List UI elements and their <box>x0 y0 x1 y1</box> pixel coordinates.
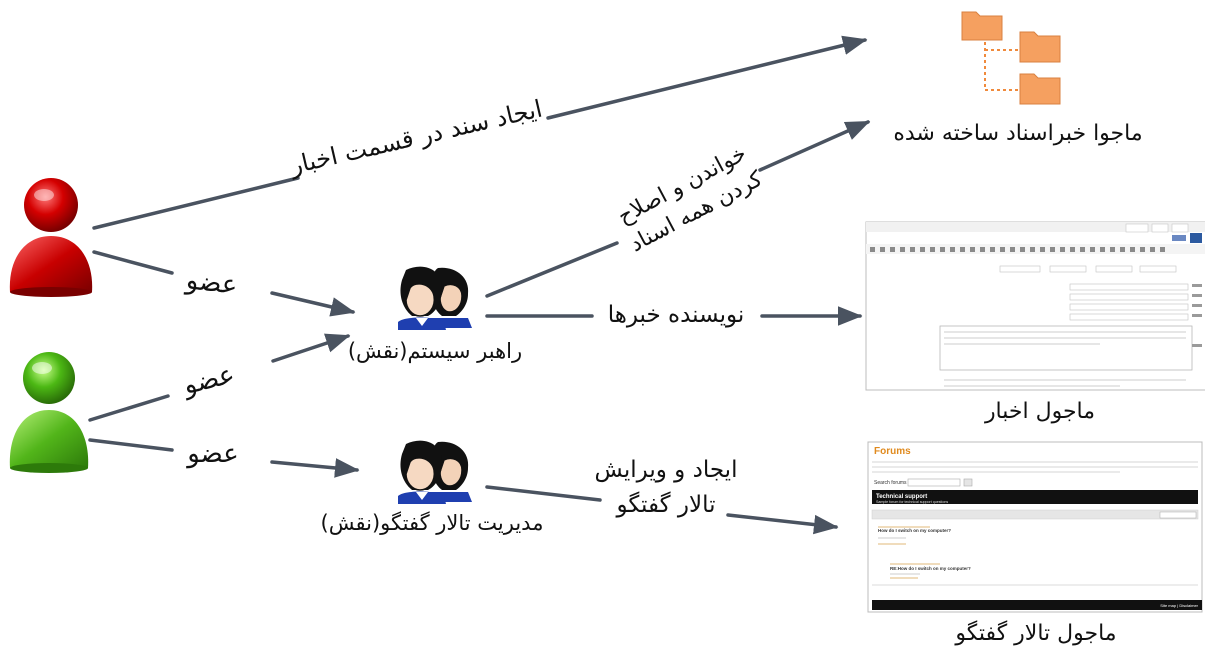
arrow-green-to-forummgr-b <box>270 458 360 478</box>
label-news-writer: نویسنده خبرها <box>608 302 745 328</box>
module-documents-label: ماجوا خبراسناد ساخته شده <box>893 121 1142 146</box>
forum-shot-search-label: Search forums <box>874 480 907 486</box>
label-create-edit-forum-line1: ایجاد و ویرایش <box>595 457 738 483</box>
forum-shot-section: Technical support <box>876 494 927 500</box>
role-system-admin-label: راهبر سیستم(نقش) <box>348 339 522 364</box>
arrow-red-to-documents-b <box>546 35 868 120</box>
forum-shot-section-sub: Sample forum for technical support quest… <box>876 500 948 504</box>
label-create-edit-forum-line2: تالار گفتگو <box>615 491 715 518</box>
forum-shot-reply-question: RE:How do I switch on my computer? <box>890 566 971 571</box>
label-member-2: عضو <box>179 359 238 401</box>
arrow-forummgr-to-forum-a <box>485 485 602 502</box>
role-people-icon <box>398 440 472 504</box>
label-member-1: عضو <box>183 265 239 300</box>
role-people-icon <box>398 266 472 330</box>
label-member-3: عضو <box>185 439 239 469</box>
forum-shot-title: Forums <box>874 446 911 457</box>
module-news-label: ماجول اخبار <box>984 399 1095 424</box>
forum-screenshot: Forums Search forums Technical support S… <box>867 441 1203 613</box>
connector-arrows <box>88 35 871 535</box>
news-editor-screenshot <box>865 221 1205 391</box>
red-user-icon <box>9 178 93 297</box>
arrow-green-to-admin-b <box>271 333 351 363</box>
arrow-forummgr-to-forum-b <box>726 513 839 535</box>
folder-icon <box>961 11 1061 105</box>
label-read-edit-all: خواندن و اصلاح کردن همه اسناد <box>614 141 767 257</box>
arrow-green-to-forummgr-a <box>88 438 174 452</box>
module-forum-label: ماجول تالار گفتگو <box>954 620 1116 646</box>
arrow-green-to-admin-a <box>88 394 170 422</box>
role-forum-manager-label: مدیریت تالار گفتگو(نقش) <box>321 511 544 535</box>
forum-shot-post-question: How do I switch on my computer? <box>878 528 951 533</box>
arrow-red-to-admin-a <box>92 250 174 275</box>
arrow-red-to-admin-b <box>270 291 356 317</box>
arrow-red-to-documents-a <box>92 176 300 230</box>
arrow-admin-to-documents-a <box>485 241 619 298</box>
arrow-admin-to-documents-b <box>758 120 871 172</box>
forum-shot-footer: Site map | Disclaimer <box>1160 603 1198 608</box>
green-user-icon <box>9 352 89 473</box>
label-create-document: ایجاد سند در قسمت اخبار <box>287 95 545 180</box>
